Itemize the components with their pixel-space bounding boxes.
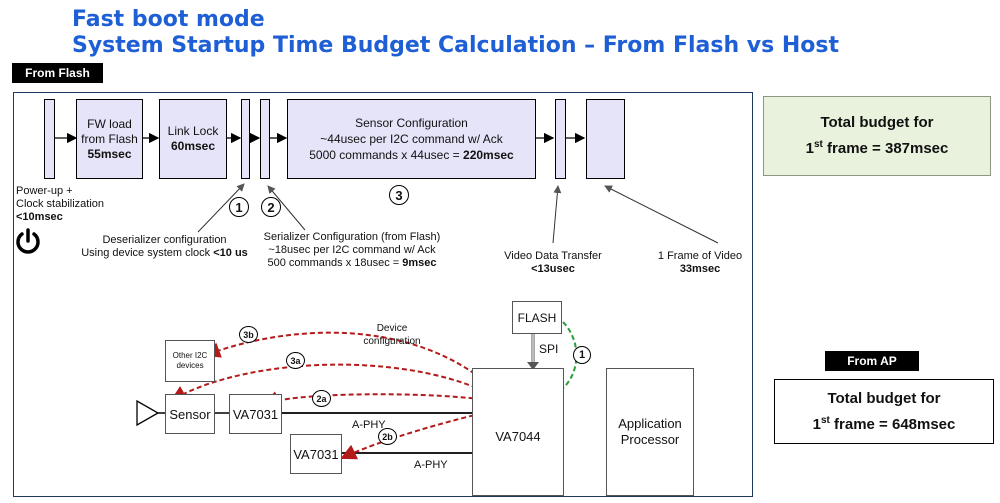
title-line-2: System Startup Time Budget Calculation –… <box>72 33 840 58</box>
va7044-block: VA7044 <box>472 368 564 496</box>
fw-load-source: from Flash <box>81 131 138 146</box>
sensor-config-label: Sensor Configuration <box>355 116 468 130</box>
deserializer-bar <box>241 99 250 179</box>
fw-load-box: FW load from Flash 55msec <box>76 99 143 179</box>
from-ap-tag: From AP <box>825 351 919 371</box>
frame-of-video-box <box>586 99 625 179</box>
firmware-label: Firmware <box>498 400 536 410</box>
fw-load-time: 55msec <box>87 146 132 161</box>
step-3b-marker: 3b <box>239 326 258 343</box>
video-transfer-label: Video Data Transfer <13usec <box>504 250 602 275</box>
step-3a-marker: 3a <box>286 352 305 369</box>
step-2a-marker: 2a <box>312 390 331 407</box>
spi-label: SPI <box>539 342 559 356</box>
serializer-bar <box>260 99 270 179</box>
power-icon <box>14 227 42 255</box>
video-transfer-bar <box>555 99 566 179</box>
other-i2c-devices-block: Other I2C devices <box>165 340 215 382</box>
step-2-marker: 2 <box>261 197 281 217</box>
power-up-bar <box>44 99 55 179</box>
from-flash-tag: From Flash <box>12 63 103 83</box>
ap-total-budget: Total budget for 1st frame = 648msec <box>774 379 994 444</box>
flash-diagram-frame <box>13 92 753 497</box>
link-lock-label: Link Lock <box>167 124 219 138</box>
sensor-block: Sensor <box>165 394 215 434</box>
va7031-block-a: VA7031 <box>229 394 282 434</box>
step-1-marker: 1 <box>229 197 249 217</box>
sensor-configuration-box: Sensor Configuration ~44usec per I2C com… <box>287 99 536 179</box>
device-configuration-label: Device configuration <box>363 323 421 347</box>
step-2b-marker: 2b <box>378 428 397 445</box>
aphy-label-2: A-PHY <box>414 459 448 471</box>
deserializer-label: Deserializer configuration Using device … <box>81 234 248 259</box>
flash-block: FLASH <box>512 301 562 334</box>
link-lock-box: Link Lock 60msec <box>159 99 227 179</box>
aphy-label-1: A-PHY <box>352 419 386 431</box>
va7031-block-b: VA7031 <box>290 434 342 474</box>
application-processor-block: Application Processor <box>606 368 694 496</box>
power-up-label: Power-up + Clock stabilization <10msec <box>16 185 105 223</box>
serializer-label: Serializer Configuration (from Flash) ~1… <box>263 231 441 269</box>
step-3-marker: 3 <box>389 185 409 205</box>
sensor-config-detail: ~44usec per I2C command w/ Ack <box>320 132 503 146</box>
title-line-1: Fast boot mode <box>72 7 265 32</box>
link-lock-time: 60msec <box>170 139 216 153</box>
fw-load-label: FW load <box>87 116 132 131</box>
frame-of-video-label: 1 Frame of Video 33msec <box>657 250 743 275</box>
flash-total-budget: Total budget for 1st frame = 387msec <box>763 96 991 176</box>
step-1-flash-marker: 1 <box>573 346 591 364</box>
sensor-config-calc: 5000 commands x 44usec = 220msec <box>309 148 514 162</box>
